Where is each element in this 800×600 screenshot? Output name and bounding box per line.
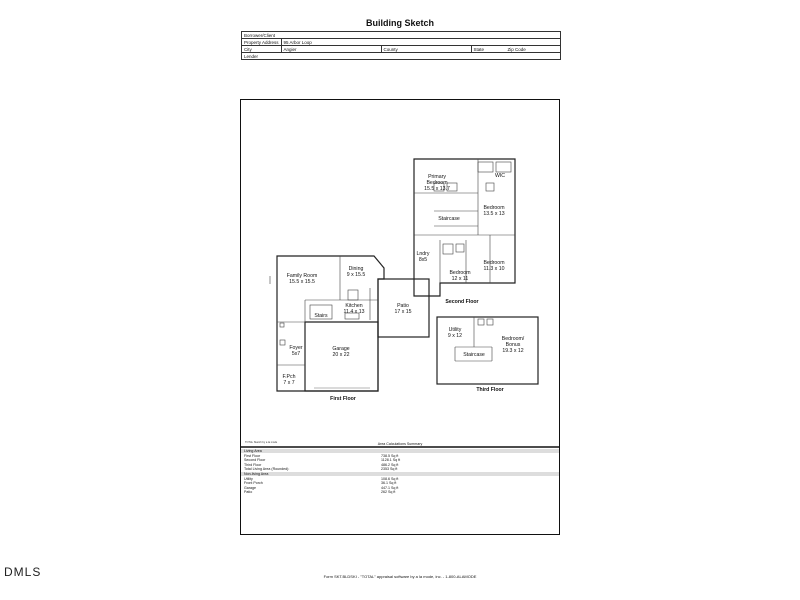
garage-outline bbox=[304, 321, 379, 392]
summary-row-value: 738.5 Sq ft bbox=[381, 453, 399, 458]
wic-name: WIC bbox=[495, 173, 505, 179]
summary-row: Third Floor 486.2 Sq ft bbox=[241, 463, 559, 467]
bedroom-2-name: Bedroom bbox=[483, 205, 504, 211]
summary-row-label: First Floor bbox=[244, 453, 261, 458]
summary-row-label: Patio bbox=[244, 490, 253, 495]
summary-row-label: Living Area bbox=[244, 449, 262, 453]
bedroom-3-dim: 12 x 11 bbox=[452, 276, 469, 282]
summary-row-label: Utility bbox=[244, 476, 253, 481]
foyer-name: Foyer bbox=[289, 345, 303, 351]
summary-row-value: 108.6 Sq ft bbox=[381, 476, 399, 481]
bonus-name-1: Bedroom/ bbox=[502, 336, 525, 342]
kitchen-name: Kitchen bbox=[345, 303, 362, 309]
bedroom-2-dim: 13.5 x 13 bbox=[483, 211, 504, 217]
third-floor-outline bbox=[436, 316, 539, 385]
property-info-table: Borrower/Client Property Address 95 Arbo… bbox=[241, 31, 562, 60]
primary-bedroom-dim: 15.5 x 13.7 bbox=[424, 186, 450, 192]
footer-text: Form SKT.BLDSKI - "TOTAL" appraisal soft… bbox=[323, 574, 477, 579]
garage-dim: 20 x 22 bbox=[332, 352, 349, 358]
utility-name: Utility bbox=[449, 327, 462, 333]
zip-label: Zip Code bbox=[507, 46, 526, 52]
first-floor-label: First Floor bbox=[330, 396, 356, 402]
summary-row-value: 486.2 Sq ft bbox=[381, 462, 399, 467]
family-room-name: Family Room bbox=[287, 273, 318, 279]
summary-row-value: 262 Sq ft bbox=[381, 490, 396, 495]
utility-dim: 9 x 12 bbox=[448, 333, 462, 339]
sketch-note: TOTAL Sketch by a la mode bbox=[245, 440, 278, 444]
summary-row-label: Non-living Area bbox=[244, 472, 269, 476]
second-floor-label: Second Floor bbox=[445, 299, 478, 305]
bedroom-4-dim: 11.3 x 10 bbox=[484, 266, 505, 272]
summary-row-label: Garage bbox=[244, 485, 256, 490]
summary-row: Garage 447.1 Sq ft bbox=[241, 486, 559, 490]
summary-row-label: Third Floor bbox=[244, 462, 262, 467]
family-room-dim: 15.5 x 15.5 bbox=[289, 279, 315, 285]
summary-heading: Area Calculations Summary bbox=[377, 442, 423, 446]
primary-bedroom-name-1: Primary bbox=[428, 174, 446, 180]
bonus-name-2: Bonus bbox=[506, 342, 521, 348]
summary-row-value: 2353 Sq ft bbox=[381, 467, 398, 472]
summary-row-value: 36.1 Sq ft bbox=[381, 481, 397, 486]
summary-row-value: 447.1 Sq ft bbox=[381, 485, 399, 490]
summary-row-value: 1128.1 Sq ft bbox=[381, 458, 401, 463]
summary-row: Front Porch 36.1 Sq ft bbox=[241, 481, 559, 485]
laundry-dim: 8x5 bbox=[419, 257, 427, 263]
dining-dim: 9 x 15.5 bbox=[347, 272, 366, 278]
front-porch-dim: 7 x 7 bbox=[283, 380, 294, 386]
lender-label: Lender bbox=[241, 52, 561, 60]
bonus-dim: 19.3 x 12 bbox=[502, 348, 523, 354]
summary-row-label: Total Living Area (Rounded): bbox=[244, 467, 290, 472]
patio-name: Patio bbox=[397, 303, 409, 309]
summary-row: Total Living Area (Rounded): 2353 Sq ft bbox=[241, 467, 559, 471]
summary-section-row: Living Area bbox=[241, 449, 559, 454]
state-zip-cell: State Zip Code bbox=[470, 45, 562, 53]
dmls-watermark: DMLS bbox=[4, 565, 42, 579]
primary-bedroom-name-2: Bedroom bbox=[426, 180, 447, 186]
third-floor-label: Third Floor bbox=[476, 387, 503, 393]
summary-row: Utility 108.6 Sq ft bbox=[241, 477, 559, 481]
foyer-dim: 5x7 bbox=[292, 351, 300, 357]
summary-row: First Floor 738.5 Sq ft bbox=[241, 454, 559, 458]
bedroom-4-name: Bedroom bbox=[483, 260, 504, 266]
summary-row: Second Floor 1128.1 Sq ft bbox=[241, 458, 559, 462]
summary-row-label: Front Porch bbox=[244, 481, 263, 486]
summary-section-row: Non-living Area bbox=[241, 472, 559, 477]
staircase-3-name: Staircase bbox=[463, 352, 485, 358]
front-porch-name: F.Pch bbox=[283, 374, 296, 380]
garage-name: Garage bbox=[332, 346, 349, 352]
page-title: Building Sketch bbox=[365, 18, 434, 28]
staircase-2-name: Staircase bbox=[438, 216, 460, 222]
kitchen-dim: 11.4 x 13 bbox=[344, 309, 365, 315]
sketch-frame bbox=[240, 99, 560, 535]
laundry-name: Lndry bbox=[417, 251, 430, 257]
summary-row-label: Second Floor bbox=[244, 458, 266, 463]
patio-dim: 17 x 15 bbox=[394, 309, 411, 315]
bedroom-3-name: Bedroom bbox=[449, 270, 470, 276]
dining-name: Dining bbox=[349, 266, 364, 272]
stairs-name: Stairs bbox=[314, 313, 328, 319]
summary-row: Patio 262 Sq ft bbox=[241, 490, 559, 494]
state-label: State bbox=[473, 46, 485, 52]
patio-outline bbox=[377, 278, 430, 338]
